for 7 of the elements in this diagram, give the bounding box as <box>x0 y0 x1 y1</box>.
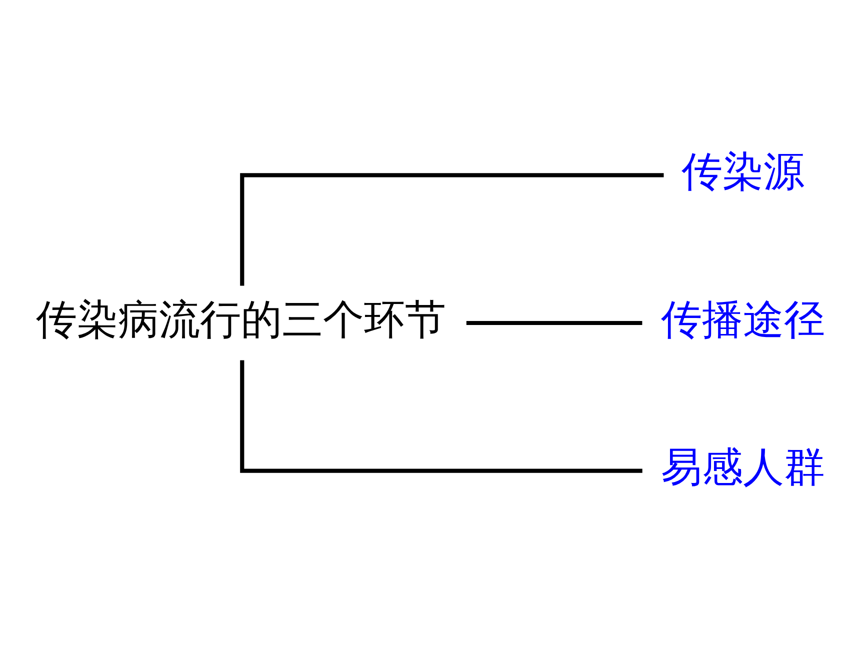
connector <box>466 320 642 325</box>
connector <box>240 172 664 286</box>
connector <box>240 360 642 472</box>
node-text: 传染病流行的三个环节 <box>36 294 446 343</box>
node-text: 易感人群 <box>661 442 826 491</box>
node-text: 传播途径 <box>661 294 826 343</box>
node-text: 传染源 <box>682 146 805 195</box>
